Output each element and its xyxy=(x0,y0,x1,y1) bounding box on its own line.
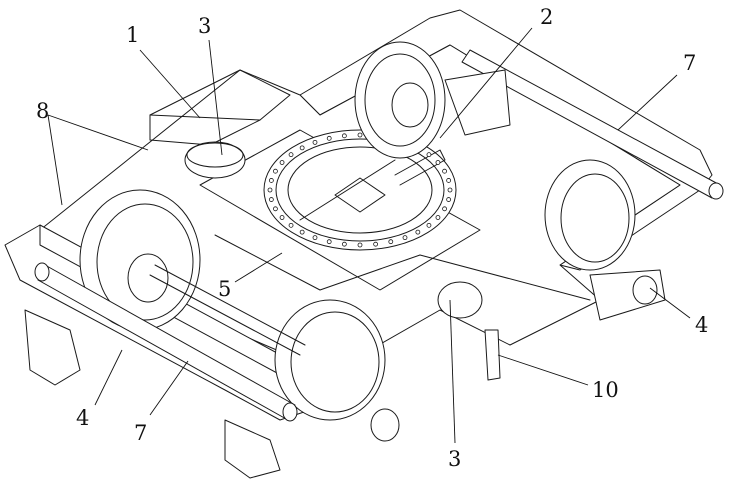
ring-bolt xyxy=(299,145,305,151)
ring-bolt xyxy=(373,241,379,247)
label-10: 10 xyxy=(592,378,619,402)
label-4-right: 4 xyxy=(695,313,708,337)
ring-bolt xyxy=(402,235,408,241)
wheel-rear-left xyxy=(354,41,446,159)
ring-bolt xyxy=(268,178,274,183)
ring-bolt xyxy=(415,229,421,235)
slewing-ring-outer xyxy=(263,129,457,251)
axles-and-tubes xyxy=(34,49,724,422)
ring-bolt xyxy=(442,206,447,212)
ring-bolt xyxy=(279,160,285,165)
ring-bolt xyxy=(388,239,394,245)
ring-bolt xyxy=(426,222,432,228)
ring-bolt xyxy=(279,215,285,220)
air-spring-right xyxy=(437,281,483,319)
wheelsets xyxy=(79,41,636,421)
label-7-left: 7 xyxy=(134,421,147,445)
label-2: 2 xyxy=(540,5,553,29)
ring-bolt xyxy=(426,152,432,158)
leader-lines xyxy=(47,27,691,444)
slewing-ring xyxy=(263,129,457,251)
axle-boxes xyxy=(24,69,666,479)
ring-bolt xyxy=(357,132,363,138)
ring-bolt xyxy=(288,152,294,158)
wheel-front-right xyxy=(274,299,386,421)
ring-bolt xyxy=(312,235,318,241)
ring-bolt xyxy=(273,168,278,174)
ring-bolt xyxy=(341,241,347,247)
ring-bolt xyxy=(435,215,441,220)
callout-labels: 1 2 3 3 4 4 5 7 7 8 10 xyxy=(36,5,708,471)
damper-10 xyxy=(484,329,501,381)
ring-bolt xyxy=(357,242,363,248)
ring-bolt xyxy=(326,239,332,245)
axle-box-front-left xyxy=(24,309,81,386)
ring-bolt xyxy=(273,206,278,212)
ring-bolt xyxy=(299,229,305,235)
label-3-bottom: 3 xyxy=(448,447,461,471)
ring-bolt xyxy=(326,135,332,141)
label-5: 5 xyxy=(218,277,231,301)
ring-bolt xyxy=(435,160,441,165)
ring-bolt xyxy=(442,168,447,174)
air-spring-left xyxy=(184,141,246,179)
ring-bolt xyxy=(447,187,453,193)
ring-bolt xyxy=(267,187,273,193)
ring-bolt xyxy=(446,197,452,202)
label-7-right: 7 xyxy=(683,51,696,75)
label-8: 8 xyxy=(36,99,49,123)
axle-box-front-right xyxy=(224,419,281,479)
ring-bolt xyxy=(446,178,452,183)
ring-bolt xyxy=(268,197,274,202)
label-3-top: 3 xyxy=(198,14,211,38)
label-4-left: 4 xyxy=(76,406,89,430)
ring-bolt xyxy=(312,139,318,145)
ring-bolt xyxy=(288,222,294,228)
wheel-rear-right xyxy=(544,159,636,271)
secondary-springs xyxy=(184,141,501,381)
ring-bolt xyxy=(341,133,347,139)
label-1: 1 xyxy=(126,23,139,47)
